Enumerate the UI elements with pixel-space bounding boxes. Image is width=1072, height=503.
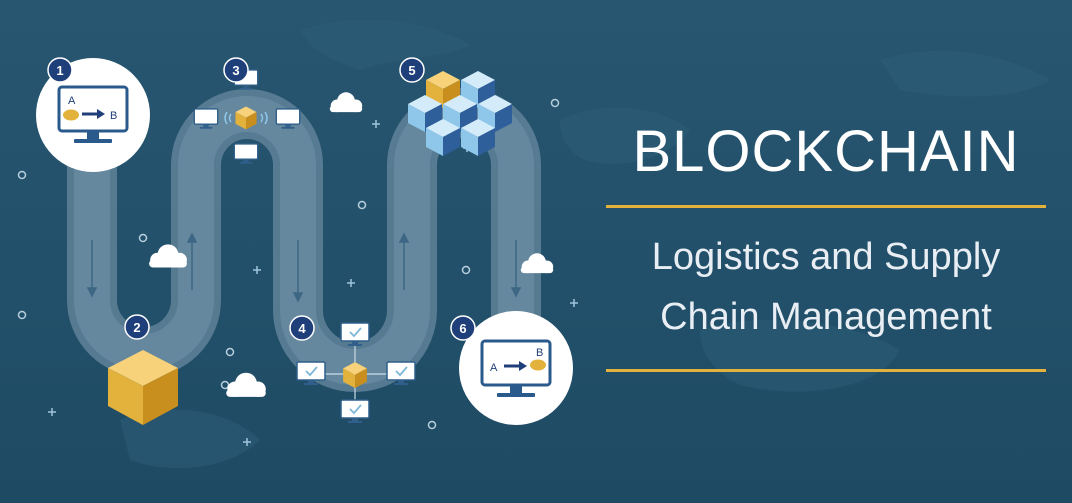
step-4-verification	[296, 322, 416, 424]
subtitle-line-2: Chain Management	[660, 296, 992, 338]
banner-title: BLOCKCHAIN	[632, 119, 1020, 184]
monitor-icon	[233, 143, 259, 165]
step-3-badge: 3	[232, 63, 239, 78]
step-5-badge: 5	[408, 63, 415, 78]
step-2-badge: 2	[133, 320, 140, 335]
step-6-end-transfer: A B	[459, 311, 573, 425]
direction-arrows	[86, 232, 522, 303]
coin-icon	[63, 109, 79, 121]
arrow-right-icon	[97, 109, 105, 119]
cloud-icon	[226, 372, 266, 397]
subtitle-line-1: Logistics and Supply	[651, 236, 1001, 278]
step-badges: 1 2 3 4 5 6	[47, 57, 476, 341]
point-a-label: A	[490, 362, 498, 374]
world-map-background	[120, 19, 1050, 469]
step-1-start-transfer: A B	[36, 58, 150, 172]
title-divider-bottom	[606, 369, 1046, 372]
step-1-badge: 1	[56, 63, 63, 78]
point-a-label: A	[68, 95, 76, 107]
point-b-label: B	[110, 110, 117, 122]
step-4-badge: 4	[298, 321, 306, 336]
step-6-badge: 6	[459, 321, 466, 336]
step-3-network	[193, 69, 301, 165]
cloud-icon	[329, 92, 363, 113]
verified-monitor-icon	[340, 399, 370, 424]
arrow-right-icon	[519, 361, 527, 371]
title-divider-top	[606, 205, 1046, 208]
step-2-block	[108, 350, 178, 425]
coin-icon	[530, 359, 546, 371]
monitor-icon	[57, 85, 129, 133]
point-b-label: B	[536, 347, 543, 359]
